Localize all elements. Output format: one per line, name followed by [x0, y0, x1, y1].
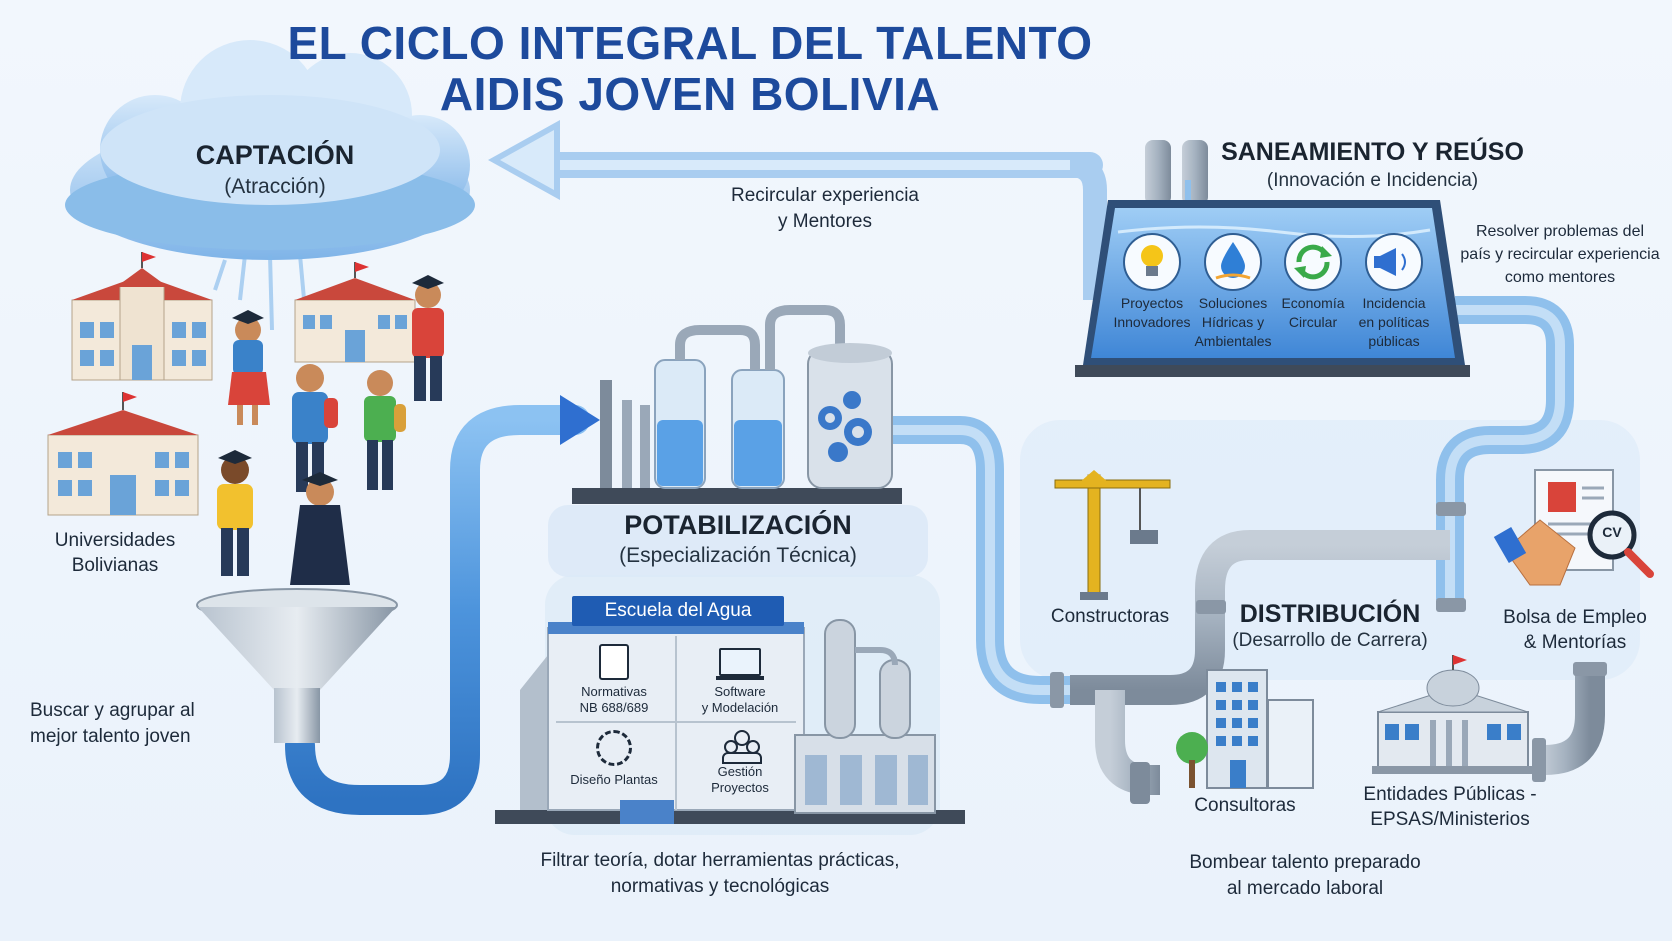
destination-consultoras: Consultoras: [1194, 795, 1296, 816]
destination-constructoras: Constructoras: [1050, 606, 1170, 627]
distribucion-subtitle: (Desarrollo de Carrera): [1232, 630, 1428, 651]
tank-item-label: Economía Circular: [1281, 295, 1345, 330]
tank-item-label: Incidencia en políticas públicas: [1358, 295, 1430, 349]
school-name-banner: Escuela del Agua: [572, 596, 784, 626]
school-building-illustration: [495, 619, 965, 824]
school-cell-software: Software y Modelación: [684, 644, 796, 716]
captacion-caption: Buscar y agrupar al mejor talento joven: [30, 700, 195, 747]
school-cell-normativas: Normativas NB 688/689: [560, 644, 668, 716]
saneamiento-title: SANEAMIENTO Y REÚSO: [1221, 138, 1524, 166]
destination-bolsa: Bolsa de Empleo & Mentorías: [1503, 607, 1647, 653]
universities-label: Universidades Bolivianas: [54, 530, 176, 576]
university-building-icon: [294, 262, 416, 363]
clipboard-icon: [599, 644, 629, 680]
destination-entidades: Entidades Públicas - EPSAS/Ministerios: [1363, 784, 1537, 830]
sanitation-tank-illustration: [1075, 140, 1470, 377]
water-drop-icon: [1204, 233, 1262, 291]
university-building-icon: [71, 252, 213, 381]
school-cell-gestion: Gestión Proyectos: [684, 730, 796, 796]
saneamiento-subtitle: (Innovación e Incidencia): [1266, 170, 1479, 191]
lightbulb-icon: [1123, 233, 1181, 291]
captacion-subtitle: (Atracción): [224, 175, 326, 198]
distribucion-title: DISTRIBUCIÓN: [1239, 600, 1421, 628]
cv-handshake-icon: [1493, 469, 1654, 586]
megaphone-icon: [1365, 233, 1423, 291]
government-building-icon: [1372, 655, 1534, 774]
cloud-icon: [65, 40, 475, 260]
main-title-line2: AIDIS JOVEN BOLIVIA: [439, 68, 941, 120]
captacion-title: CAPTACIÓN: [195, 140, 355, 170]
recirculate-caption: Recircular experiencia y Mentores: [731, 185, 919, 232]
tank-item-label: Soluciones Hídricas y Ambientales: [1194, 295, 1272, 349]
university-building-icon: [47, 392, 199, 516]
funnel-icon: [196, 588, 398, 743]
tank-item-label: Proyectos Innovadores: [1113, 295, 1191, 330]
school-cell-diseno: Diseño Plantas: [560, 730, 668, 788]
potabilizacion-subtitle: (Especialización Técnica): [619, 544, 857, 567]
students-illustration: [217, 275, 444, 585]
tools-gear-icon: [596, 730, 632, 766]
potabilizacion-title: POTABILIZACIÓN: [624, 510, 852, 540]
office-building-icon: [1176, 669, 1314, 789]
cv-badge: CV: [1602, 524, 1622, 540]
laptop-chart-icon: [719, 648, 761, 676]
team-icon: [722, 730, 762, 764]
treatment-plant-illustration: [572, 305, 902, 504]
recycle-icon: [1284, 233, 1342, 291]
potabilizacion-caption: Filtrar teoría, dotar herramientas práct…: [540, 850, 900, 897]
main-title-line1: EL CICLO INTEGRAL DEL TALENTO: [287, 17, 1093, 69]
distribucion-caption: Bombear talento preparado al mercado lab…: [1189, 852, 1421, 899]
saneamiento-caption: Resolver problemas del país y recircular…: [1460, 223, 1660, 286]
crane-icon: [1054, 470, 1171, 600]
